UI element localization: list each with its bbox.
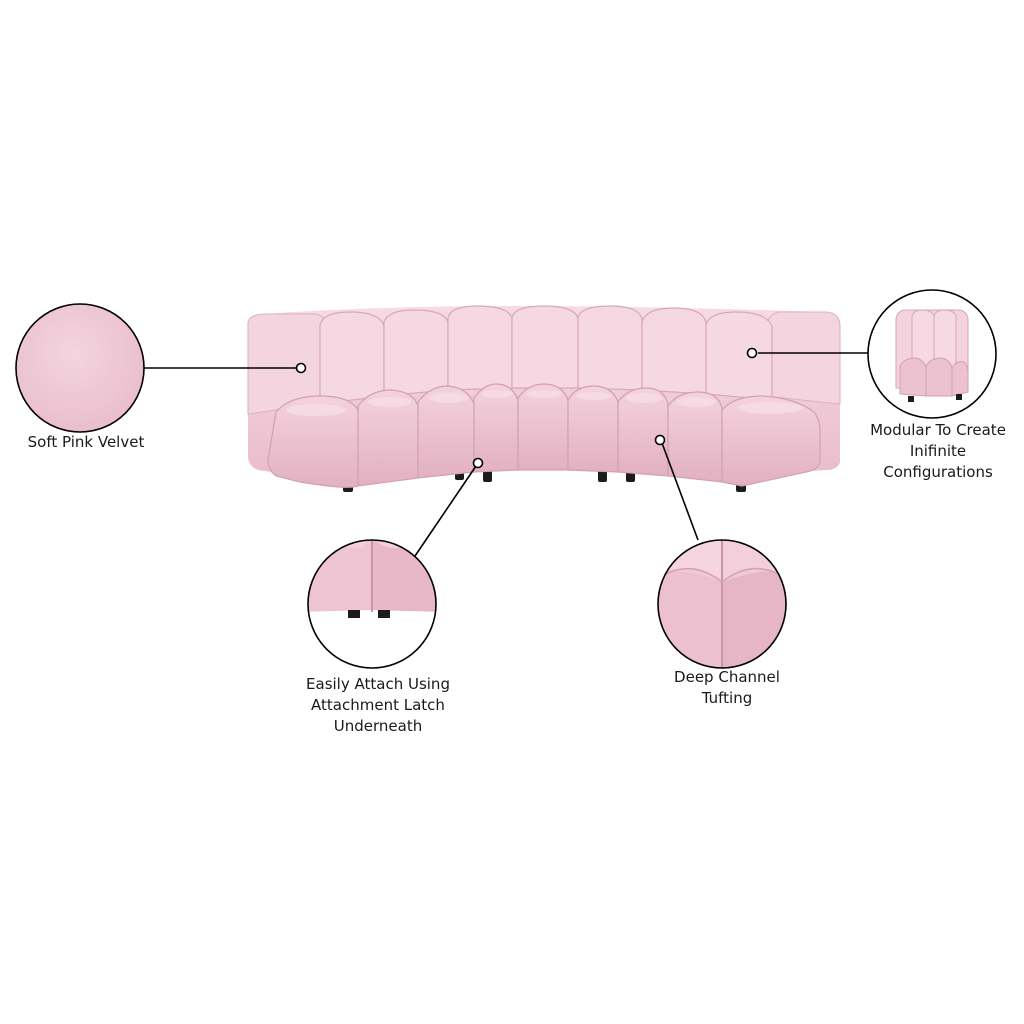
callout-dots bbox=[295, 347, 758, 469]
label-line: Underneath bbox=[333, 717, 423, 735]
label-deep-channel-tufting: Deep Channel Tufting bbox=[656, 667, 798, 709]
label-line: Tufting bbox=[701, 689, 753, 707]
label-line: Attachment Latch bbox=[311, 696, 445, 714]
callout-lines bbox=[144, 352, 868, 557]
label-line: Deep Channel bbox=[674, 668, 780, 686]
label-line: Configurations bbox=[883, 463, 993, 481]
sofa-right-end-panel bbox=[765, 311, 841, 405]
label-line: Inifinite bbox=[909, 442, 967, 460]
label-line: Easily Attach Using bbox=[306, 675, 450, 693]
channel-tufting-detail-circle bbox=[657, 539, 787, 669]
label-soft-pink-velvet: Soft Pink Velvet bbox=[18, 432, 154, 453]
seat-highlights bbox=[286, 390, 802, 416]
label-attachment-latch: Easily Attach Using Attachment Latch Und… bbox=[296, 674, 460, 737]
attach-latch-detail-circle bbox=[307, 539, 437, 669]
curved-sofa bbox=[247, 305, 841, 492]
modular-chair-detail-circle bbox=[867, 289, 997, 419]
label-line: Modular To Create bbox=[870, 421, 1006, 439]
seat-channels bbox=[267, 383, 821, 488]
velvet-detail-circle bbox=[15, 303, 145, 433]
label-line: Soft Pink Velvet bbox=[27, 433, 145, 451]
back-channels bbox=[319, 305, 773, 405]
label-modular-configurations: Modular To Create Inifinite Configuratio… bbox=[862, 420, 1014, 483]
